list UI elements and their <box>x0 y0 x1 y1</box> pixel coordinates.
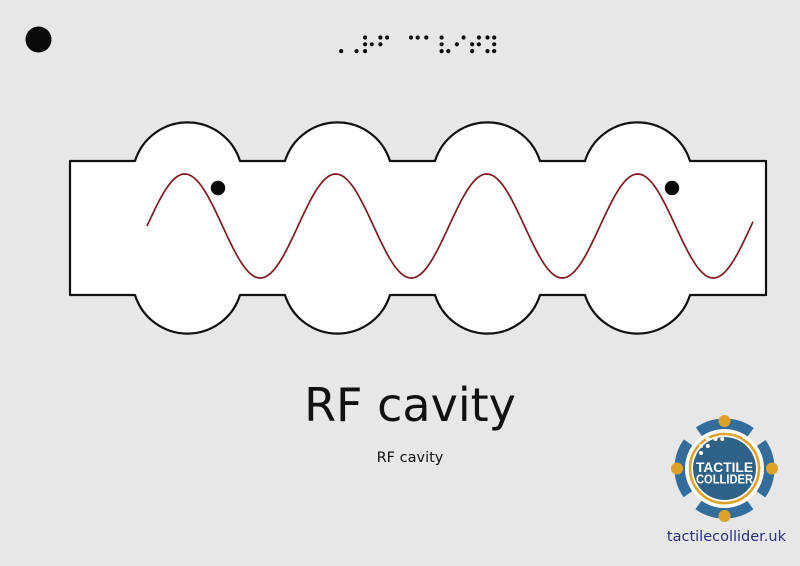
logo-line1: TACTILE <box>696 459 753 475</box>
slide-marker-dot <box>25 26 52 53</box>
page-title: RF cavity <box>304 378 516 432</box>
page-subtitle: RF cavity <box>376 450 444 466</box>
particle-dot <box>210 180 226 196</box>
site-link: tactilecollider.uk <box>666 529 786 545</box>
logo-inner-disc <box>693 437 756 500</box>
logo-braille-tc <box>699 437 725 455</box>
braille-title <box>339 35 497 54</box>
logo-line2: COLLIDER <box>696 473 753 487</box>
tactile-collider-logo: TACTILE COLLIDER <box>671 415 778 522</box>
cavity-outline <box>68 121 768 335</box>
particle-dot <box>664 180 680 196</box>
rf-wave <box>146 173 754 279</box>
logo-gold-dots <box>671 415 778 522</box>
particle-dots <box>210 180 680 196</box>
